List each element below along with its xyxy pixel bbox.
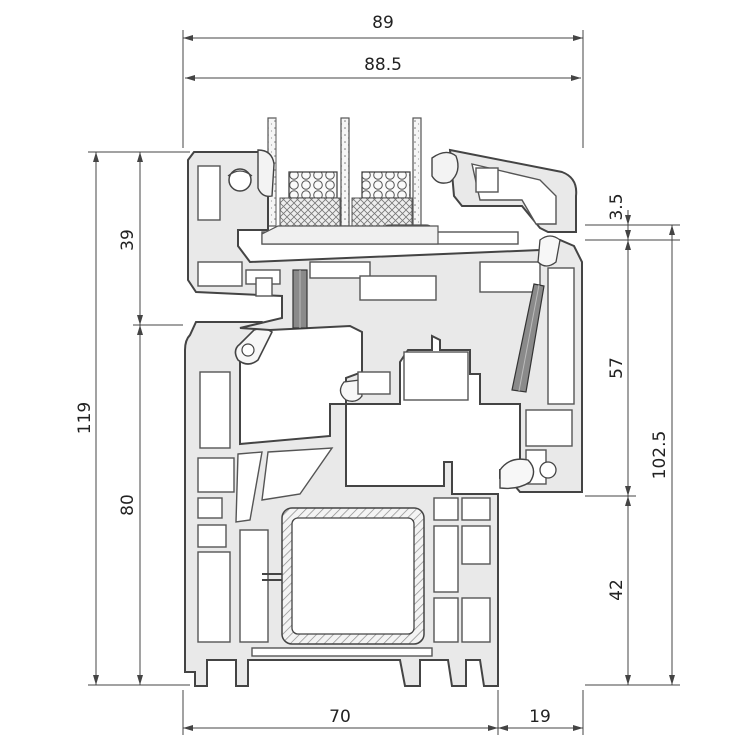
outer-frame-profile [184,321,499,687]
dim-top-inner: 88.5 [364,55,402,75]
dim-left-lower: 80 [118,494,138,516]
sash-profile [187,148,583,493]
dim-left-upper: 39 [118,229,138,251]
dim-left-total: 119 [75,402,95,434]
sealing-gaskets [292,269,545,393]
dimension-lines [88,30,680,735]
dim-bottom-right: 19 [529,707,551,727]
dim-bottom-left: 70 [329,707,351,727]
dim-top-outer: 89 [372,13,394,33]
dim-right-lower: 42 [607,579,627,601]
dim-right-total: 102.5 [650,431,670,480]
dim-right-top: 3.5 [607,193,627,220]
glazing-unit [267,117,436,244]
dim-right-upper: 57 [607,357,627,379]
